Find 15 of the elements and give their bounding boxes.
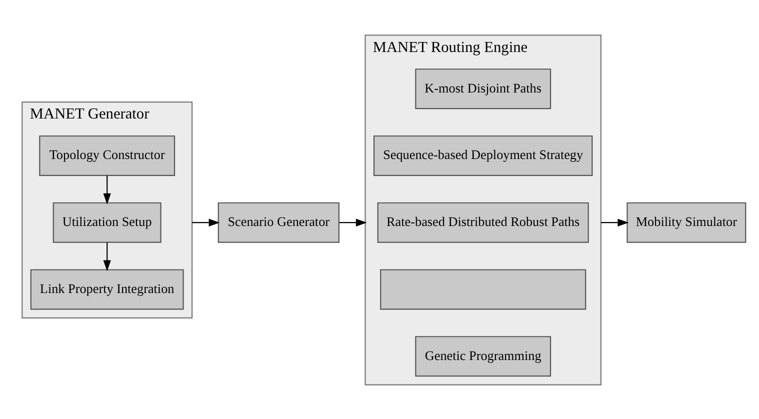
node-box: Mobility Simulator (626, 202, 746, 242)
node-box: Rate-based Distributed Robust Paths (377, 202, 589, 242)
node-box: Topology Constructor (39, 134, 176, 176)
node-box: Sequence-based Deployment Strategy (373, 134, 593, 176)
arrow (192, 218, 220, 226)
arrow (600, 218, 629, 226)
node-box: Utilization Setup (52, 202, 162, 242)
arrow (339, 218, 367, 226)
node-box: Genetic Programming (415, 336, 552, 376)
arrow (103, 242, 111, 271)
node-box: K-most Disjoint Paths (415, 68, 552, 109)
arrow (103, 175, 111, 204)
node-box: Scenario Generator (218, 202, 340, 242)
node-box: Link Property Integration (30, 268, 184, 310)
node-box (380, 268, 586, 310)
